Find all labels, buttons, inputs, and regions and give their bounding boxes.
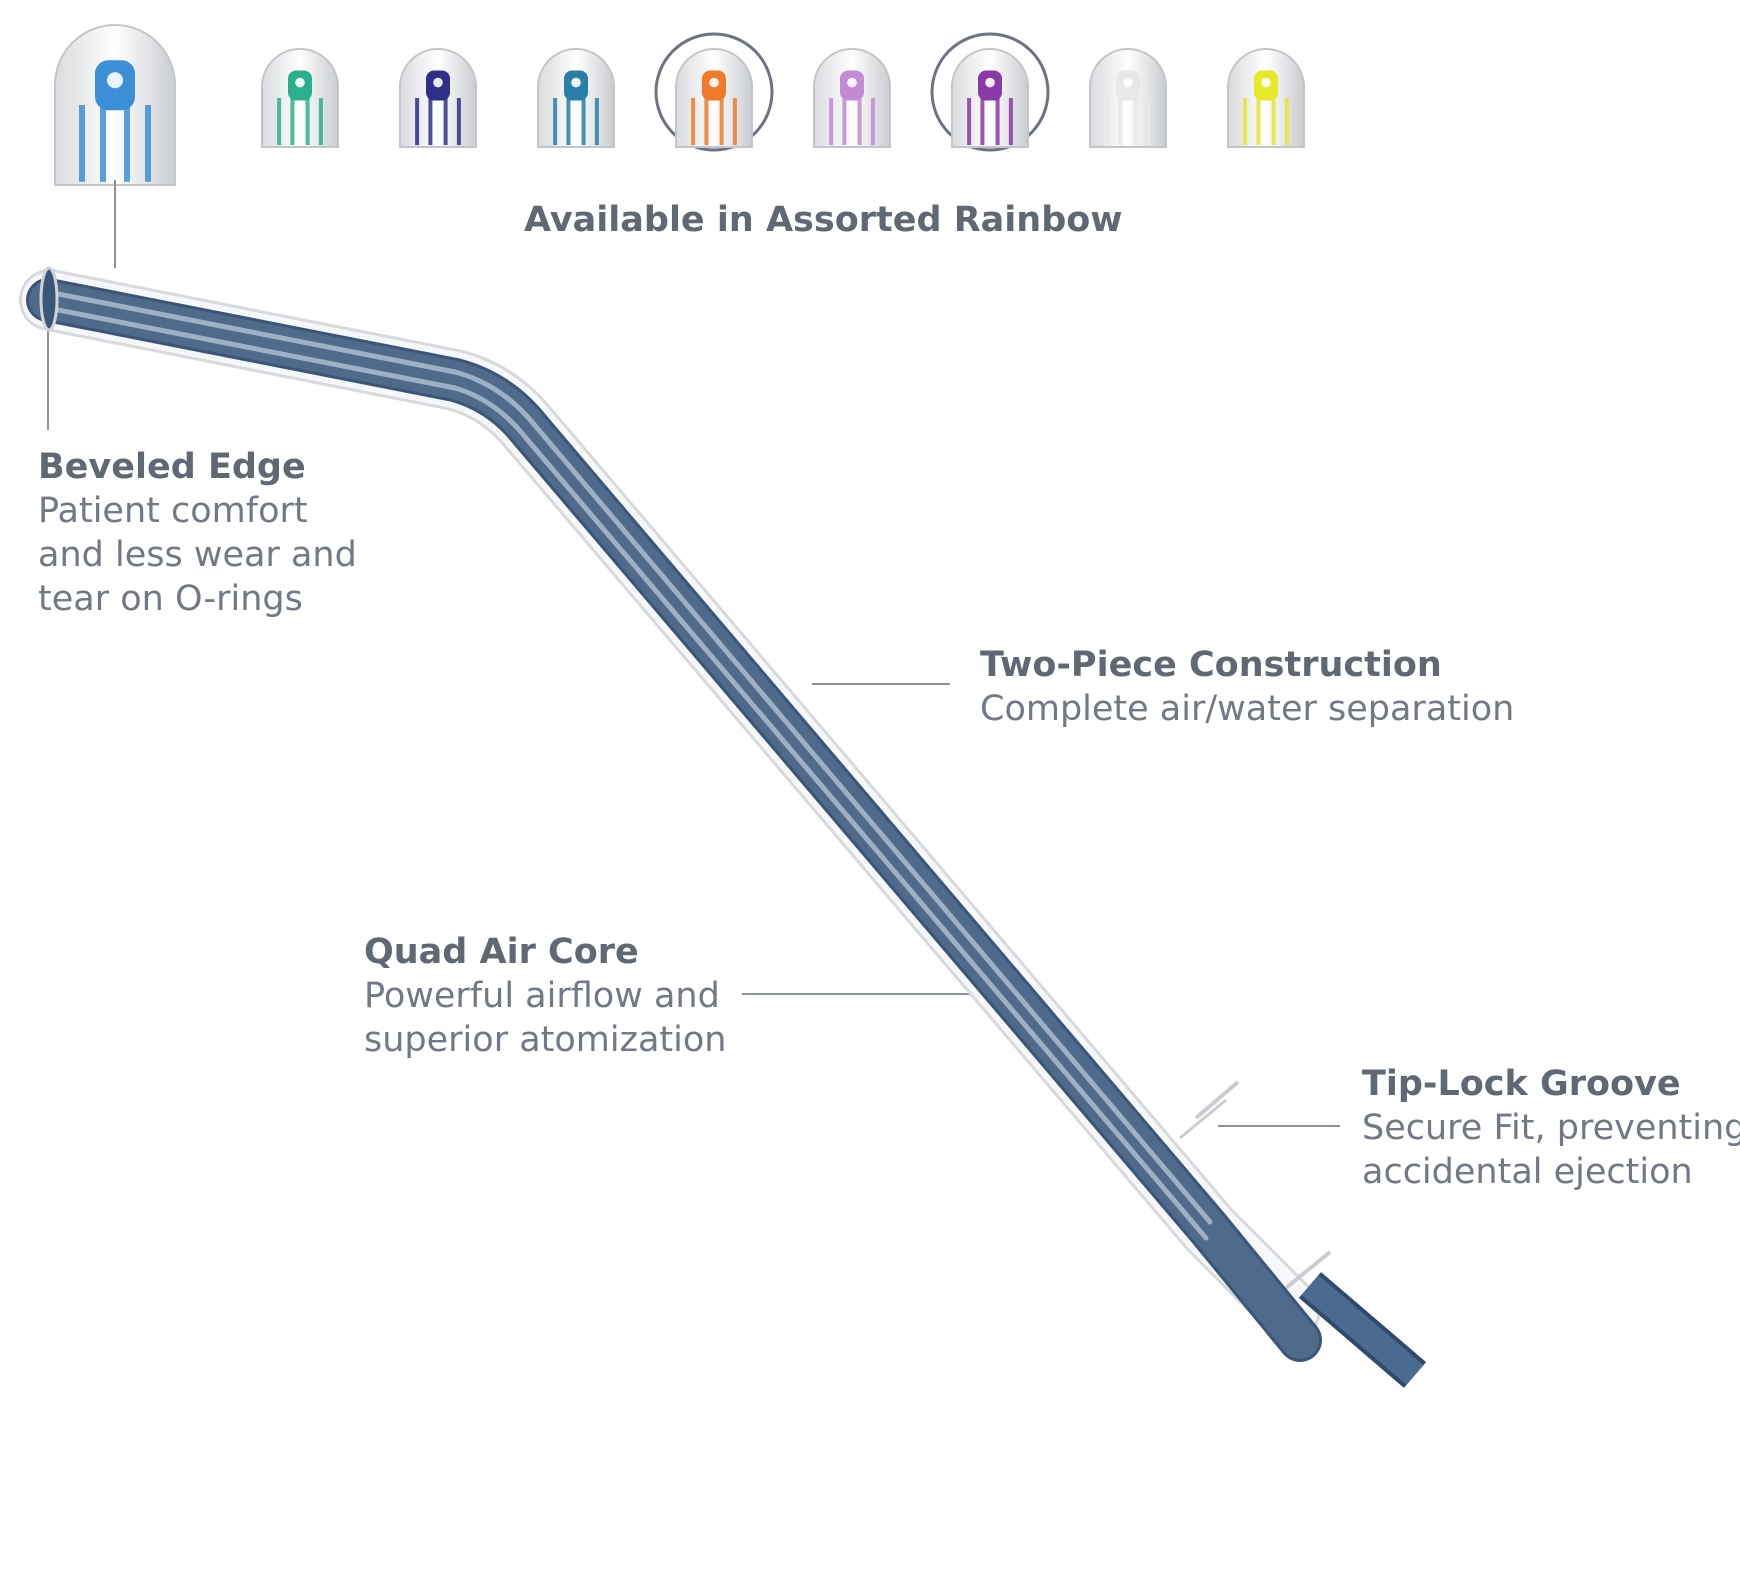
cap-hole (1123, 77, 1133, 88)
quad-air-core-desc-2: superior atomization (364, 1020, 727, 1060)
cap-stripe (1008, 98, 1013, 146)
cap-stripe (428, 98, 433, 146)
cap-stripe (553, 98, 558, 146)
cap-stripe (124, 105, 130, 182)
cap-stripe (305, 98, 310, 146)
cap-hole (985, 77, 995, 88)
cap-stripe (581, 98, 586, 146)
cap-stripe (829, 98, 834, 146)
rainbow-caption: Available in Assorted Rainbow (524, 200, 1123, 240)
color-swatch-blue[interactable] (54, 24, 176, 186)
cap-hole (1261, 77, 1271, 88)
tip-lock-groove-title: Tip-Lock Groove (1362, 1064, 1681, 1104)
cap-stripe (100, 105, 106, 182)
cap-stripe (1118, 98, 1123, 146)
cap-stripe (145, 105, 151, 182)
cap-stripe (290, 98, 295, 146)
cap-stripe (842, 98, 847, 146)
two-piece-title: Two-Piece Construction (980, 645, 1442, 685)
quad-air-core-desc-1: Powerful airflow and (364, 976, 720, 1016)
cap-stripe (967, 98, 972, 146)
cap-hole (709, 77, 719, 88)
tip-lock-groove (1179, 1080, 1332, 1290)
cap-stripe (277, 98, 282, 146)
cap-stripe (415, 98, 420, 146)
color-swatch-purple[interactable] (930, 32, 1050, 152)
cap-stripe (1284, 98, 1289, 146)
beveled-edge-label: Beveled Edge Patient comfort and less we… (38, 445, 357, 621)
cap-stripe (443, 98, 448, 146)
cap-stripe (1271, 98, 1276, 146)
tip-lock-groove-desc-2: accidental ejection (1362, 1152, 1693, 1192)
beveled-edge-desc-2: and less wear and (38, 535, 357, 575)
syringe-tip-tube (19, 269, 1427, 1388)
color-swatch-navy[interactable] (399, 48, 477, 148)
cap-stripe (857, 98, 862, 146)
cap-stripe (79, 105, 85, 182)
cap-hole (433, 77, 443, 88)
cap-hole (571, 77, 581, 88)
cap-stripe (1146, 98, 1151, 146)
cap-stripe (456, 98, 461, 146)
cap-stripe (1133, 98, 1138, 146)
selection-ring (930, 32, 1050, 152)
color-swatch-lavender[interactable] (813, 48, 891, 148)
cap-hole (107, 72, 123, 89)
color-swatch-yellow[interactable] (1227, 48, 1305, 148)
selection-ring (654, 32, 774, 152)
tip-lock-groove-desc-1: Secure Fit, preventing (1362, 1108, 1740, 1148)
cap-stripe (732, 98, 737, 146)
cap-stripe (594, 98, 599, 146)
beveled-edge-end (39, 266, 59, 332)
tip-lock-groove-label: Tip-Lock Groove Secure Fit, preventing a… (1362, 1062, 1740, 1194)
color-swatch-orange[interactable] (654, 32, 774, 152)
cap-stripe (1105, 98, 1110, 146)
two-piece-desc-1: Complete air/water separation (980, 689, 1515, 729)
quad-air-core-title: Quad Air Core (364, 932, 639, 972)
color-swatch-clear[interactable] (1089, 48, 1167, 148)
color-swatch-green[interactable] (261, 48, 339, 148)
cap-stripe (980, 98, 985, 146)
cap-stripe (1243, 98, 1248, 146)
two-piece-label: Two-Piece Construction Complete air/wate… (980, 643, 1514, 731)
cap-stripe (318, 98, 323, 146)
cap-stripe (995, 98, 1000, 146)
cap-stripe (1256, 98, 1261, 146)
cap-hole (847, 77, 857, 88)
cap-stripe (566, 98, 571, 146)
cap-stripe (691, 98, 696, 146)
cap-stripe (704, 98, 709, 146)
color-swatch-teal[interactable] (537, 48, 615, 148)
cap-stripe (870, 98, 875, 146)
quad-air-core-label: Quad Air Core Powerful airflow and super… (364, 930, 726, 1062)
cap-stripe (719, 98, 724, 146)
beveled-edge-title: Beveled Edge (38, 447, 306, 487)
cap-hole (295, 77, 305, 88)
color-swatch-row (54, 24, 1305, 186)
beveled-edge-desc-1: Patient comfort (38, 491, 308, 531)
beveled-edge-desc-3: tear on O-rings (38, 579, 303, 619)
